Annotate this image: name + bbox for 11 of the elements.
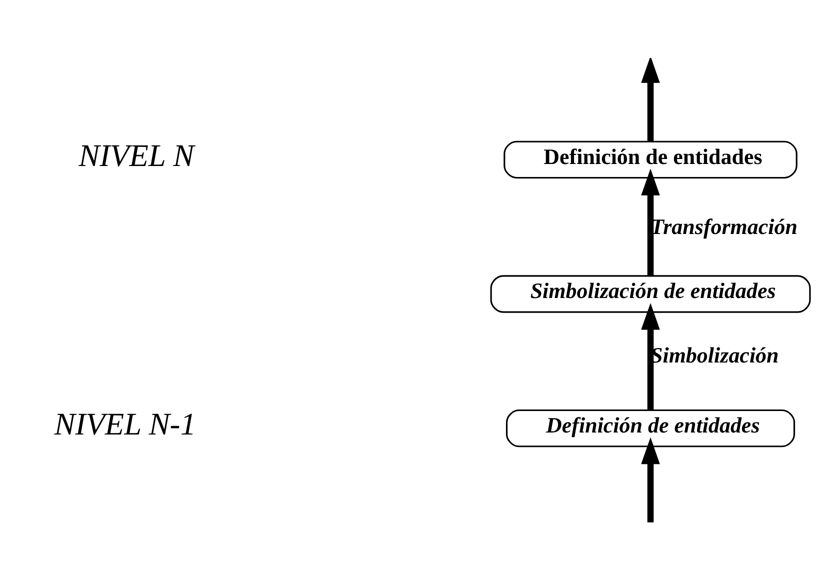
node-box: Definición de entidades (504, 140, 798, 179)
label: NIVEL N (78, 138, 194, 173)
edge-label: Transformación (650, 214, 798, 239)
node-box: Simbolización de entidades (490, 275, 811, 313)
arrow (641, 437, 660, 522)
arrow (641, 58, 660, 142)
arrow (641, 168, 660, 276)
edge-label: Simbolización (650, 342, 779, 368)
arrow (641, 302, 660, 410)
label: NIVEL N-1 (54, 406, 196, 442)
node-box: Definición de entidades (506, 409, 796, 448)
